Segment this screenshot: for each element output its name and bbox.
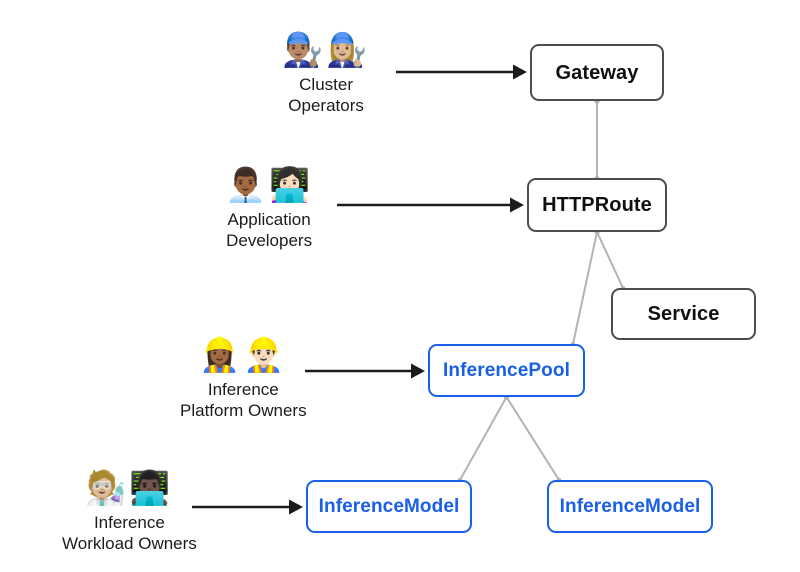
arrow-to-httproute [337,197,524,213]
node-label: Gateway [555,61,639,84]
mechanic-man-icon-and-mechanic-woman-icon: 👨🏽‍🔧👩🏼‍🔧 [282,30,371,69]
node-label: InferenceModel [318,496,460,517]
edge-inferencepool-to-inferencemodel-right [503,394,562,483]
node-label: HTTPRoute [542,194,652,216]
node-label: InferencePool [443,360,570,381]
node-httproute[interactable]: HTTPRoute [527,178,667,232]
arrow-to-inferencemodel-left [192,499,303,515]
node-label: InferenceModel [559,496,701,517]
node-service[interactable]: Service [611,288,756,340]
node-inferencemodel-left[interactable]: InferenceModel [306,480,472,533]
node-label: Service [647,303,720,325]
construction-worker-woman-icon-and-construction-worker-man-icon: 👷🏾‍♀️👷🏻‍♂️ [199,335,288,374]
scientist-icon-and-technologist-man-icon: 🧑🏼‍🔬👨🏿‍💻 [85,468,174,507]
arrow-to-inferencepool [305,363,425,379]
edge-httproute-to-service [594,229,626,291]
node-inferencemodel-right[interactable]: InferenceModel [547,480,713,533]
edge-httproute-to-inferencepool [570,229,600,347]
office-worker-man-icon-and-technologist-woman-icon: 👨🏾‍💼👩🏻‍💻 [225,165,314,204]
node-gateway[interactable]: Gateway [530,44,664,101]
node-inferencepool[interactable]: InferencePool [428,344,585,397]
edge-inferencepool-to-inferencemodel-left [457,394,510,483]
arrow-to-gateway [396,64,527,80]
edge-gateway-to-httproute [594,98,600,181]
